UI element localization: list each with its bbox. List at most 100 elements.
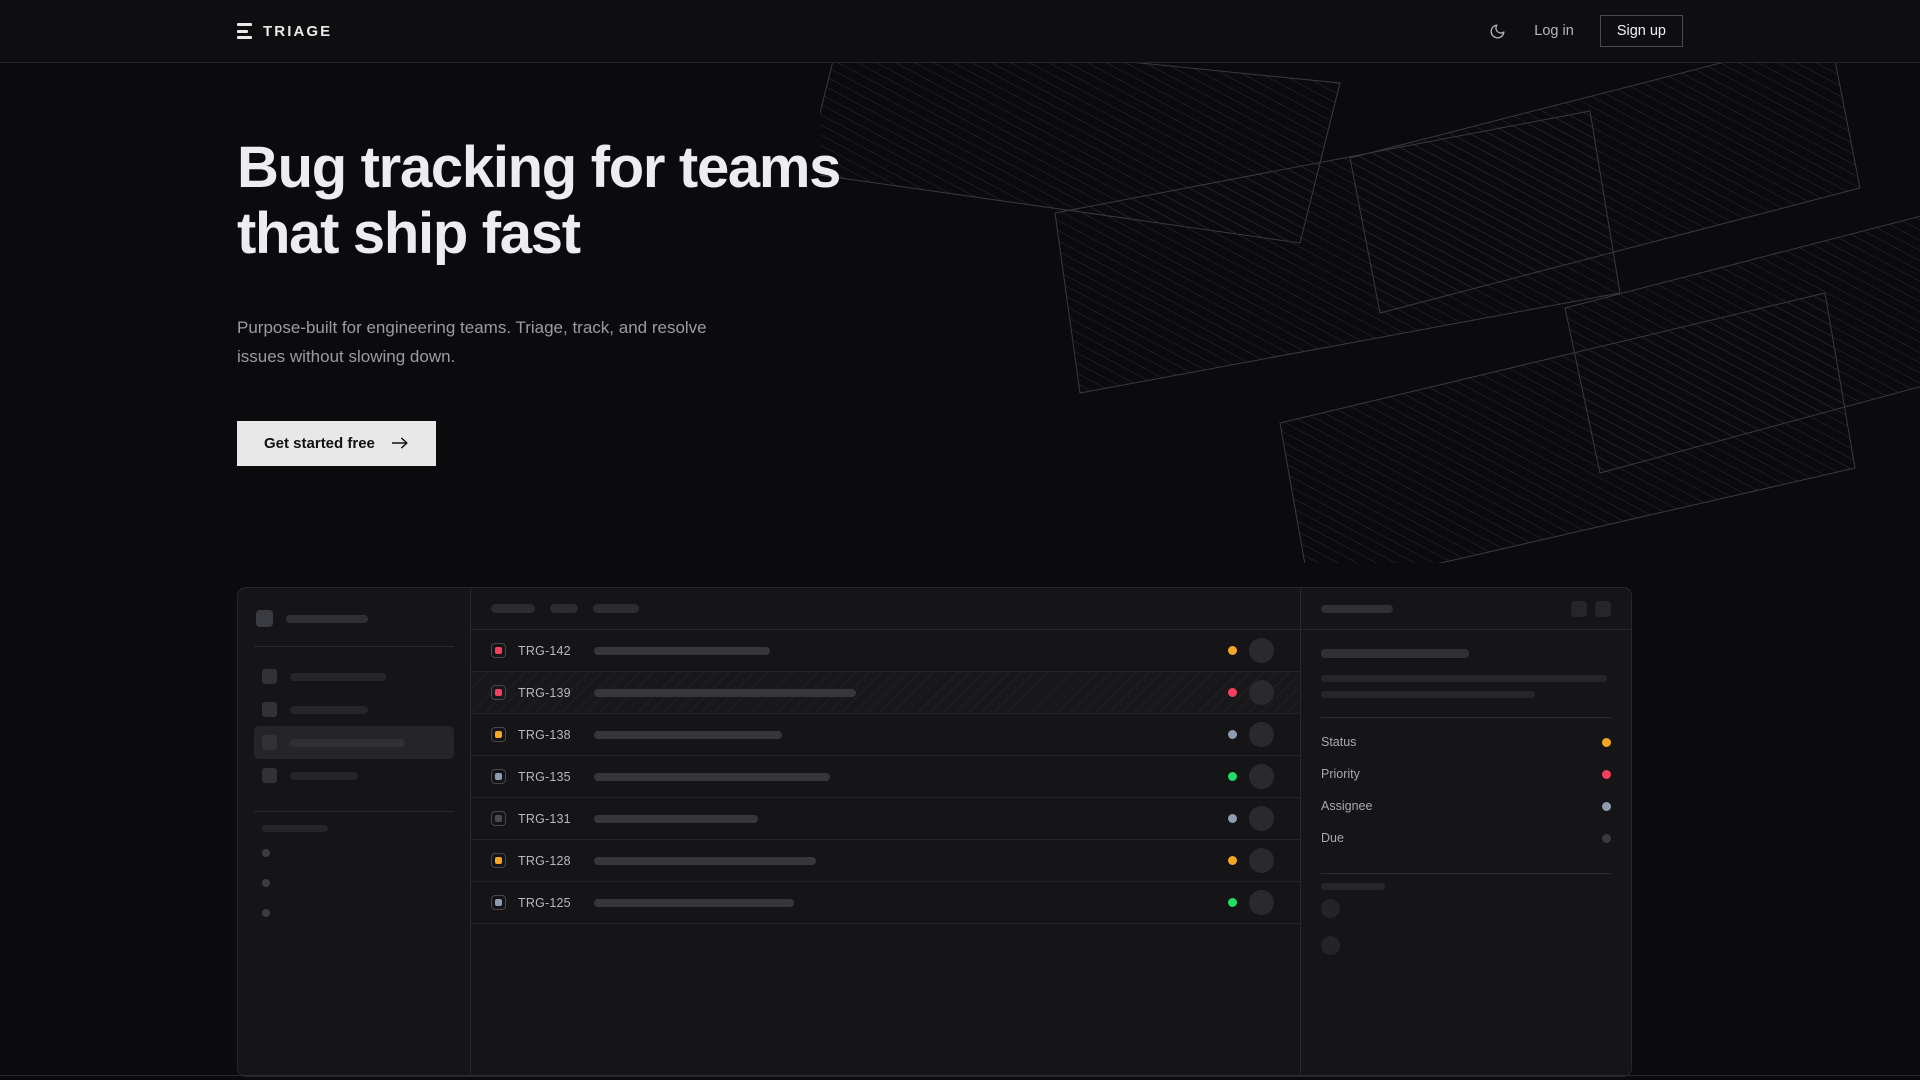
sidebar-nav-item-1[interactable]	[254, 693, 454, 726]
get-started-label: Get started free	[264, 434, 375, 452]
comment-avatar	[1321, 936, 1340, 955]
status-dot-icon	[1228, 856, 1237, 865]
header-actions: Log in Sign up	[1486, 15, 1683, 47]
detail-issue-title-skeleton	[1321, 649, 1469, 658]
priority-badge-icon	[491, 895, 506, 910]
toolbar-filter-pill-1[interactable]	[550, 604, 578, 613]
detail-meta-row[interactable]: Assignee	[1321, 790, 1611, 822]
page-bottom-divider	[0, 1075, 1920, 1076]
issue-row[interactable]: TRG-131	[471, 798, 1300, 840]
sidebar-nav-item-3[interactable]	[254, 759, 454, 792]
meta-value-dot-icon	[1602, 801, 1611, 811]
assignee-avatar	[1249, 806, 1274, 831]
detail-meta-row[interactable]: Priority	[1321, 758, 1611, 790]
issue-title-skeleton	[594, 646, 770, 655]
detail-panel-header	[1301, 588, 1631, 630]
issue-row-meta	[1228, 806, 1300, 831]
detail-meta-row[interactable]: Status	[1321, 726, 1611, 758]
issue-id: TRG-131	[518, 811, 571, 826]
sidebar-item-label-skeleton	[290, 672, 386, 681]
issue-id: TRG-128	[518, 853, 571, 868]
sidebar-item-label-skeleton	[290, 771, 358, 780]
page-title: Bug tracking for teams that ship fast	[237, 135, 877, 267]
issue-id: TRG-125	[518, 895, 571, 910]
assignee-avatar	[1249, 680, 1274, 705]
meta-label: Due	[1321, 831, 1344, 845]
detail-action-button-0[interactable]	[1571, 600, 1587, 617]
comment-item	[1321, 890, 1611, 927]
detail-divider	[1321, 717, 1611, 718]
issue-row[interactable]: TRG-139	[471, 672, 1300, 714]
headline-line-1: Bug tracking for teams	[237, 135, 841, 200]
comment-list	[1321, 890, 1611, 964]
sidebar-project-item-2[interactable]	[254, 898, 454, 928]
priority-badge-icon	[491, 685, 506, 700]
status-dot-icon	[1228, 730, 1237, 739]
detail-meta-row[interactable]: Due	[1321, 822, 1611, 854]
issue-row-meta	[1228, 680, 1300, 705]
sidebar-item-label-skeleton	[290, 738, 405, 747]
hero-content: Bug tracking for teams that ship fast Pu…	[0, 63, 1920, 466]
issue-row[interactable]: TRG-125	[471, 882, 1300, 924]
sidebar-project-item-0[interactable]	[254, 838, 454, 868]
status-dot-icon	[1228, 772, 1237, 781]
sidebar-nav-item-0[interactable]	[254, 660, 454, 693]
status-dot-icon	[1228, 646, 1237, 655]
issue-title-skeleton	[594, 772, 830, 781]
priority-badge-icon	[491, 769, 506, 784]
issue-row[interactable]: TRG-142	[471, 630, 1300, 672]
mockup-sidebar	[238, 588, 471, 1076]
moon-icon[interactable]	[1486, 20, 1508, 42]
issue-id: TRG-138	[518, 727, 571, 742]
issue-row-meta	[1228, 638, 1300, 663]
issue-id: TRG-142	[518, 643, 571, 658]
meta-label: Status	[1321, 735, 1357, 749]
issue-title-skeleton	[594, 814, 758, 823]
detail-body-line-0	[1321, 675, 1607, 682]
login-link[interactable]: Log in	[1534, 23, 1574, 39]
stacked-bars-logo-icon	[237, 23, 252, 39]
detail-description-skeleton	[1321, 675, 1611, 698]
signup-button[interactable]: Sign up	[1599, 15, 1683, 47]
assignee-avatar	[1249, 722, 1274, 747]
priority-badge-icon	[491, 811, 506, 826]
toolbar-filter-pill-2[interactable]	[593, 604, 639, 613]
site-header: TRIAGE Log in Sign up	[0, 0, 1920, 63]
meta-label: Assignee	[1321, 799, 1373, 813]
hero-subtitle: Purpose-built for engineering teams. Tri…	[237, 318, 707, 367]
issue-row[interactable]: TRG-128	[471, 840, 1300, 882]
project-dot-icon	[262, 879, 270, 887]
priority-badge-icon	[491, 643, 506, 658]
issue-row-meta	[1228, 848, 1300, 873]
issue-list-toolbar	[471, 588, 1300, 630]
project-dot-icon	[262, 849, 270, 857]
assignee-avatar	[1249, 638, 1274, 663]
comments-label-skeleton	[1321, 883, 1385, 890]
sidebar-workspace[interactable]	[254, 605, 454, 627]
get-started-button[interactable]: Get started free	[237, 420, 436, 466]
priority-badge-icon	[491, 727, 506, 742]
assignee-avatar	[1249, 764, 1274, 789]
comment-avatar	[1321, 899, 1340, 918]
sidebar-item-icon	[262, 768, 277, 783]
issue-row[interactable]: TRG-138	[471, 714, 1300, 756]
sidebar-nav-item-2[interactable]	[254, 726, 454, 759]
arrow-right-icon	[391, 437, 408, 449]
detail-body-line-1	[1321, 691, 1535, 698]
brand-logo[interactable]: TRIAGE	[237, 23, 332, 40]
issue-row-meta	[1228, 722, 1300, 747]
toolbar-filter-pill-0[interactable]	[491, 604, 535, 613]
sidebar-project-item-1[interactable]	[254, 868, 454, 898]
issue-title-skeleton	[594, 730, 782, 739]
detail-action-button-1[interactable]	[1595, 600, 1611, 617]
issue-row[interactable]: TRG-135	[471, 756, 1300, 798]
sidebar-divider-2	[254, 811, 454, 812]
workspace-name-skeleton	[286, 614, 368, 623]
issue-id: TRG-139	[518, 685, 571, 700]
detail-title-skeleton	[1321, 604, 1393, 613]
issue-row-meta	[1228, 764, 1300, 789]
